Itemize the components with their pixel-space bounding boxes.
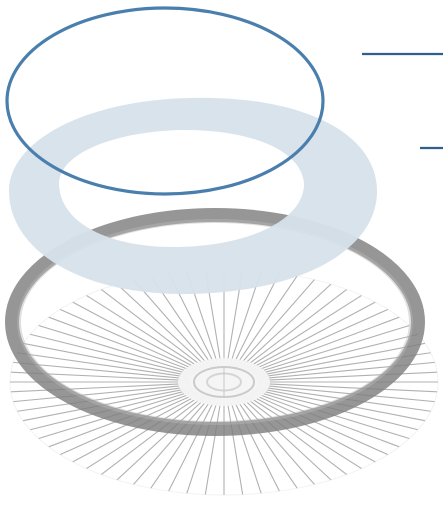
center-target: [178, 358, 270, 406]
radial-spoke: [248, 302, 375, 370]
leader-lines: [362, 54, 443, 148]
shaded-band: [9, 98, 377, 294]
radial-spoke: [73, 302, 200, 370]
shaded-band-shape: [9, 98, 377, 294]
